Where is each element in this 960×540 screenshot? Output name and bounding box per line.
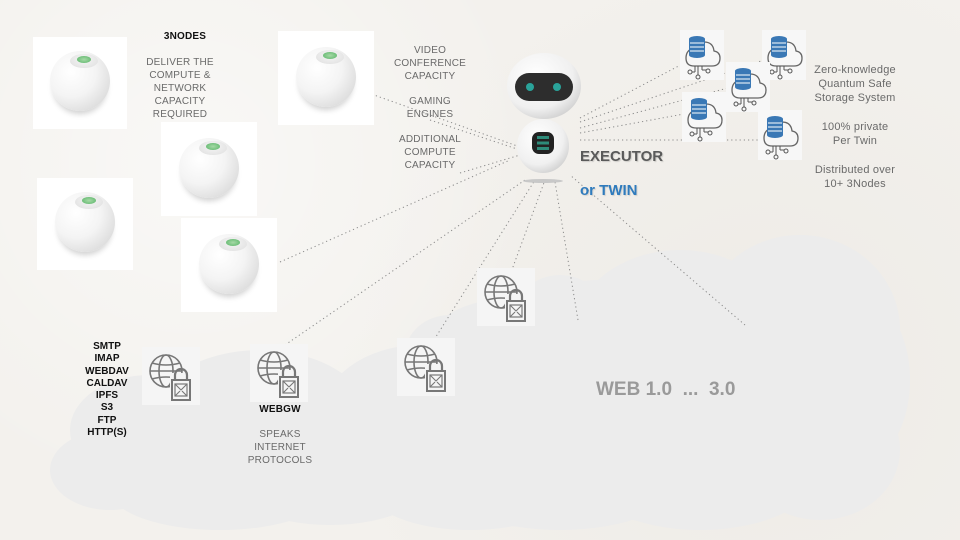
globe-lock-mail-icon <box>140 345 202 407</box>
3nodes-line: DELIVER THE <box>146 57 214 68</box>
robot-eye-right <box>553 83 561 91</box>
executor-subtitle: or TWIN <box>580 182 638 199</box>
protocol-item: CALDAV <box>86 377 128 389</box>
storage-line: Quantum Safe <box>818 78 892 90</box>
3node-screen <box>206 143 220 150</box>
capacity-line: COMPUTE <box>404 147 456 158</box>
storage-line: Storage System <box>814 92 896 104</box>
capacity-line: ADDITIONAL <box>398 134 461 145</box>
protocol-item: S3 <box>100 402 114 414</box>
webgw-description: SPEAKS INTERNET PROTOCOLS <box>240 428 320 467</box>
capacity-line: VIDEO <box>413 45 447 56</box>
storage-line: 100% private <box>821 121 889 133</box>
3nodes-description: DELIVER THE COMPUTE & NETWORK CAPACITY R… <box>130 56 230 121</box>
3nodes-line: CAPACITY <box>154 96 206 107</box>
robot-shadow <box>523 179 563 183</box>
3node-screen <box>323 52 337 59</box>
webgw-line: SPEAKS <box>259 429 301 440</box>
protocol-item: HTTP(S) <box>87 427 127 439</box>
protocol-item: WEBDAV <box>85 365 129 377</box>
3nodes-line: REQUIRED <box>152 109 208 120</box>
executor-title: EXECUTOR <box>580 148 664 165</box>
storage-description-2: 100% private Per Twin <box>800 120 910 148</box>
capacity-video-label: VIDEO CONFERENCE CAPACITY <box>383 44 477 83</box>
protocol-item: IPFS <box>95 390 119 402</box>
capacity-line: GAMING <box>409 96 451 107</box>
capacity-line: CONFERENCE <box>393 58 466 69</box>
3node-device <box>161 122 257 216</box>
capacity-line: CAPACITY <box>404 71 456 82</box>
3node-screen <box>82 197 96 204</box>
connector-gw-left <box>431 179 536 344</box>
capacity-additional-label: ADDITIONAL COMPUTE CAPACITY <box>383 133 477 172</box>
3node-device <box>37 178 133 270</box>
capacity-gaming-label: GAMING ENGINES <box>383 95 477 121</box>
3node-device <box>181 218 277 312</box>
3nodes-line: COMPUTE & <box>149 70 211 81</box>
robot-head <box>507 53 581 119</box>
connector-video <box>359 89 521 148</box>
storage-description-3: Distributed over 10+ 3Nodes <box>800 163 910 191</box>
3nodes-heading: 3NODES <box>163 31 207 42</box>
capacity-line: CAPACITY <box>404 160 456 171</box>
protocol-list: SMTP IMAP WEBDAV CALDAV IPFS S3 FTP HTTP… <box>82 341 132 439</box>
connector-db-4 <box>579 111 696 134</box>
3nodes-line: NETWORK <box>153 83 207 94</box>
capacity-line: ENGINES <box>406 109 454 120</box>
storage-description-1: Zero-knowledge Quantum Safe Storage Syst… <box>800 63 910 105</box>
protocol-item: SMTP <box>93 341 121 352</box>
storage-line: Zero-knowledge <box>814 64 896 76</box>
webgw-title: WEBGW <box>259 404 301 415</box>
storage-line: Per Twin <box>832 135 878 147</box>
connector-gw-mid <box>509 179 546 276</box>
3node-screen <box>226 239 240 246</box>
robot-eye-left <box>526 83 534 91</box>
globe-lock-mail-icon <box>475 266 537 328</box>
globe-lock-mail-icon <box>248 342 310 404</box>
globe-lock-mail-icon <box>395 336 457 398</box>
protocol-item: IMAP <box>94 353 120 365</box>
storage-line: Distributed over <box>814 164 896 176</box>
webgw-line: INTERNET <box>254 442 306 453</box>
3node-device <box>278 31 374 125</box>
storage-line: 10+ 3Nodes <box>824 178 886 190</box>
connector-web-2 <box>569 174 746 326</box>
robot-body <box>517 119 569 173</box>
connector-db-3 <box>579 85 736 129</box>
3node-screen <box>77 56 91 63</box>
protocol-item: FTP <box>97 414 117 426</box>
webgw-line: PROTOCOLS <box>247 455 313 466</box>
3node-device <box>33 37 127 129</box>
web-label: WEB 1.0 ... 3.0 <box>596 379 736 400</box>
